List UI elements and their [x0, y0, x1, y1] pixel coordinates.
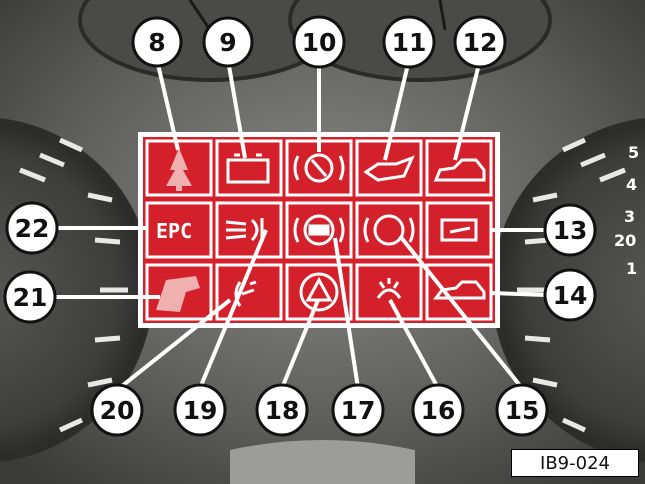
gauge-mark-20: 20 [614, 231, 636, 250]
callout-22: 22 [7, 203, 57, 253]
callout-21: 21 [5, 272, 55, 322]
callout-14-label: 14 [553, 281, 588, 310]
callout-18-label: 18 [265, 396, 300, 425]
gauge-mark-3: 3 [624, 207, 635, 226]
callout-16-label: 16 [421, 396, 456, 425]
callout-17: 17 [333, 385, 383, 435]
callout-19: 19 [175, 385, 225, 435]
callout-9: 9 [204, 18, 252, 66]
epc-icon: EPC [156, 219, 192, 243]
callout-8: 8 [133, 18, 181, 66]
gauge-mark-4: 4 [626, 175, 637, 194]
callout-12-label: 12 [463, 28, 498, 57]
callout-19-label: 19 [183, 396, 218, 425]
gauge-mark-5: 5 [628, 143, 639, 162]
center-display [230, 440, 415, 484]
callout-13-label: 13 [553, 216, 588, 245]
callout-21-label: 21 [13, 283, 48, 312]
callout-11-label: 11 [392, 28, 427, 57]
callout-9-label: 9 [219, 28, 236, 57]
callout-10: 10 [294, 17, 344, 67]
callout-20-label: 20 [100, 396, 135, 425]
callout-15-label: 15 [505, 396, 540, 425]
callout-11: 11 [384, 17, 434, 67]
callout-8-label: 8 [148, 28, 165, 57]
callout-20: 20 [92, 385, 142, 435]
callout-10-label: 10 [302, 28, 337, 57]
callout-13: 13 [545, 205, 595, 255]
callout-14: 14 [545, 270, 595, 320]
callout-12: 12 [455, 17, 505, 67]
callout-22-label: 22 [15, 214, 50, 243]
gauge-mark-1: 1 [626, 259, 637, 278]
callout-17-label: 17 [341, 396, 376, 425]
callout-18: 18 [257, 385, 307, 435]
callout-15: 15 [497, 385, 547, 435]
callout-16: 16 [413, 385, 463, 435]
figure-code-label: IB9-024 [511, 449, 639, 477]
